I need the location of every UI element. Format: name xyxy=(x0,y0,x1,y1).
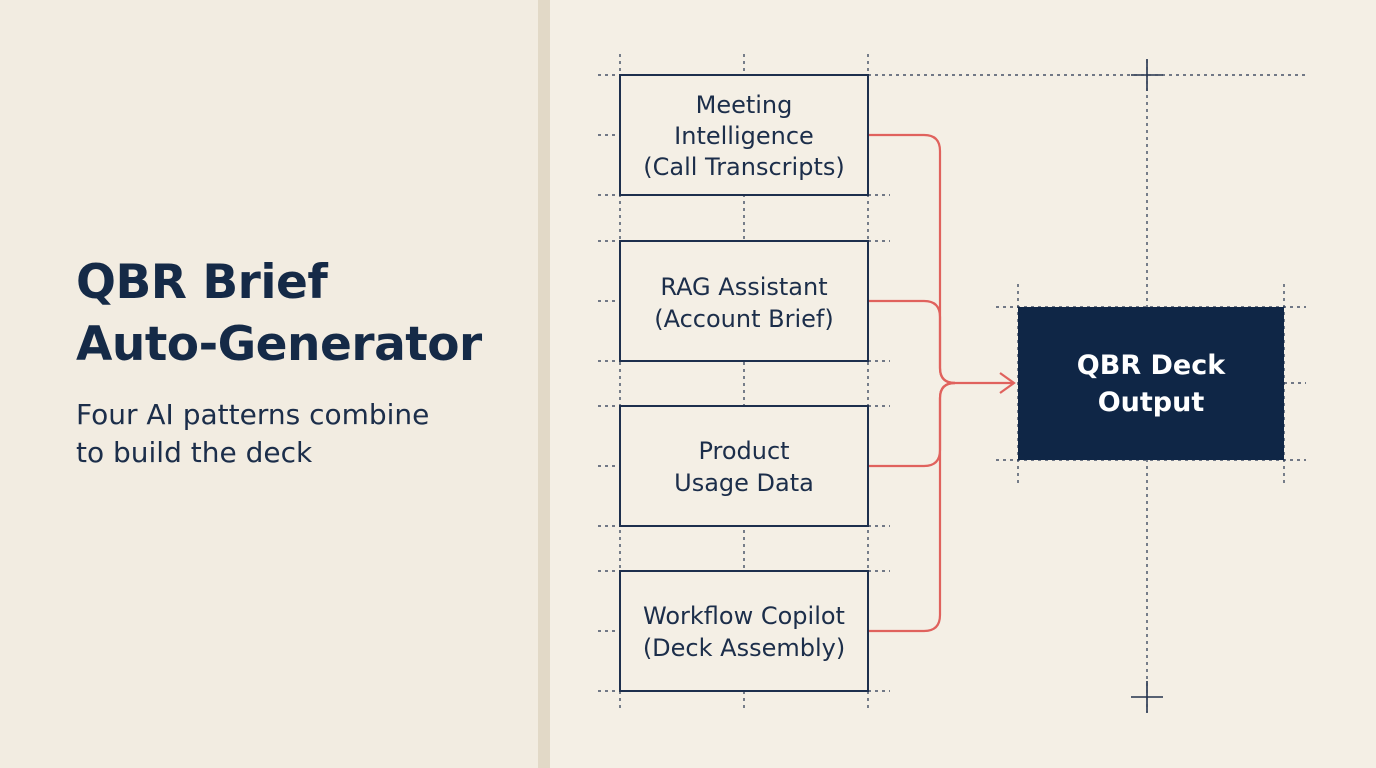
source-box-meeting-intelligence: Meeting Intelligence (Call Transcripts) xyxy=(619,74,869,196)
subtitle-line-1: Four AI patterns combine xyxy=(76,398,430,431)
source-box-product-usage: Product Usage Data xyxy=(619,405,869,527)
title-line-1: QBR Brief xyxy=(76,255,328,310)
subtitle-line-2: to build the deck xyxy=(76,436,313,469)
page-title: QBR Brief Auto-Generator xyxy=(76,252,482,376)
crosshair-top xyxy=(1131,59,1163,91)
source-3-line-2: Usage Data xyxy=(674,469,814,497)
output-box-qbr-deck: QBR Deck Output xyxy=(1018,307,1284,460)
left-panel xyxy=(0,0,538,768)
output-line-2: Output xyxy=(1098,387,1205,418)
connector-4 xyxy=(868,381,956,633)
source-2-line-1: RAG Assistant xyxy=(660,273,827,301)
source-3-line-1: Product xyxy=(698,437,789,465)
page-subtitle: Four AI patterns combine to build the de… xyxy=(76,396,429,472)
source-1-line-1: Meeting xyxy=(696,91,793,119)
panel-divider xyxy=(538,0,550,768)
source-4-line-2: (Deck Assembly) xyxy=(643,634,845,662)
source-2-line-2: (Account Brief) xyxy=(654,305,833,333)
arrow-head-icon xyxy=(999,372,1016,394)
output-line-1: QBR Deck xyxy=(1077,350,1226,381)
source-4-line-1: Workflow Copilot xyxy=(643,602,845,630)
source-box-rag-assistant: RAG Assistant (Account Brief) xyxy=(619,240,869,362)
title-line-2: Auto-Generator xyxy=(76,317,482,372)
connector-3 xyxy=(868,381,956,468)
source-1-line-3: (Call Transcripts) xyxy=(643,153,844,181)
connector-1 xyxy=(868,133,956,385)
source-1-line-2: Intelligence xyxy=(674,122,814,150)
connectors xyxy=(868,133,1016,633)
source-box-workflow-copilot: Workflow Copilot (Deck Assembly) xyxy=(619,570,869,692)
connector-2 xyxy=(868,299,956,385)
crosshair-bottom xyxy=(1131,681,1163,713)
